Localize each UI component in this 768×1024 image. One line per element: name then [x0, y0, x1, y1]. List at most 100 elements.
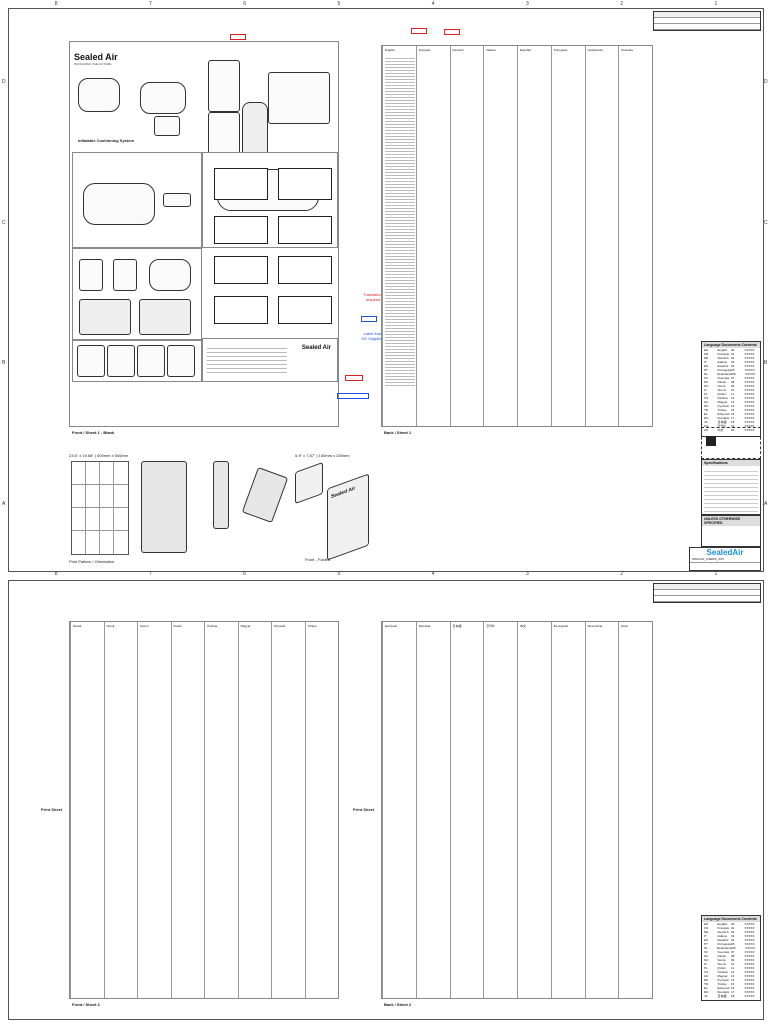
language-column-header: Dansk: [73, 624, 82, 628]
language-cell: ES: [704, 938, 709, 942]
language-cell: XXXXX: [744, 352, 755, 356]
display-screen: [214, 168, 268, 200]
language-column-header: Slovenčina: [587, 624, 603, 628]
language-cell: 05: [731, 942, 735, 946]
language-cell: XXXXX: [744, 958, 755, 962]
language-cell: SV: [704, 376, 709, 380]
language-cell: Suomi: [717, 962, 727, 966]
language-cell: Русский: [717, 978, 729, 982]
revision-block: [653, 11, 761, 31]
film-roll-illustration: [137, 345, 165, 377]
language-cell: XXXXX: [744, 388, 755, 392]
language-column-header: 中文: [520, 624, 527, 628]
language-cell: XXXXX: [744, 986, 755, 990]
language-column-header: Français: [418, 48, 431, 52]
print-sheet-label: Print Sheet: [353, 807, 375, 812]
language-cell: XXXXX: [745, 946, 756, 950]
language-column: Português: [550, 46, 586, 426]
language-cell: 05: [731, 368, 735, 372]
column-marker: 3: [525, 571, 529, 577]
flat-pattern-label: Print Pattern / Orientation: [69, 559, 115, 564]
column-marker: 7: [148, 571, 152, 577]
language-column: 日本語: [449, 622, 485, 998]
brand-name: Sealed Air: [331, 485, 356, 501]
column-marker: 8: [54, 571, 58, 577]
language-cell: CS: [704, 970, 709, 974]
language-cell: 11: [731, 966, 735, 970]
language-cell: FR: [704, 926, 708, 930]
language-column: Suomi: [137, 622, 172, 998]
language-cell: XXXXX: [744, 962, 755, 966]
workstation-illustration: [268, 72, 330, 124]
language-cell: XXXXX: [744, 416, 755, 420]
front-folded-preview: Sealed Air: [327, 473, 369, 561]
language-cell: Polski: [717, 392, 726, 396]
language-cell: 14: [731, 404, 735, 408]
language-cell: 日本語: [717, 994, 727, 998]
language-cell: Română: [717, 990, 729, 994]
machine-illustration: [83, 183, 155, 225]
loading-step-panel: [72, 248, 202, 340]
language-cell: XXXXX: [744, 994, 755, 998]
row-marker: D: [2, 79, 6, 86]
translation-marker: [411, 28, 427, 34]
language-cell: XXXXX: [744, 966, 755, 970]
language-cell: 11: [731, 392, 735, 396]
language-cell: Dansk: [717, 954, 727, 958]
language-cell: 00: [731, 348, 735, 352]
language-cell: JA: [704, 994, 708, 998]
warning-illustration: [208, 112, 240, 154]
language-cell: Norsk: [717, 958, 726, 962]
language-cell: EL: [704, 412, 708, 416]
film-roll-illustration: [167, 345, 195, 377]
tolerance-note: UNLESS OTHERWISE SPECIFIED: [701, 515, 761, 547]
language-cell: Italiano: [717, 360, 728, 364]
language-cell: Čeština: [717, 970, 728, 974]
language-column: Nederlands: [584, 46, 620, 426]
language-cell: RO: [704, 416, 709, 420]
language-cell: 06: [732, 946, 736, 950]
language-cell: 02: [731, 930, 735, 934]
language-cell: 03: [731, 934, 735, 938]
language-cell: 01: [731, 352, 735, 356]
language-cell: NL: [704, 372, 708, 376]
language-cell: Français: [717, 926, 730, 930]
machine-illustration: [149, 259, 191, 291]
language-column: Ελληνικά: [382, 622, 417, 998]
supplier-label-marker: [361, 316, 377, 322]
language-cell: RU: [704, 404, 709, 408]
language-cell: Svenska: [717, 950, 730, 954]
language-cell: XXXXX: [744, 942, 755, 946]
row-marker: A: [764, 500, 768, 507]
language-column: Svenska: [618, 46, 653, 426]
language-column: Čeština: [204, 622, 239, 998]
language-cell: 15: [731, 408, 735, 412]
language-cell: Deutsch: [717, 356, 729, 360]
language-cell: 03: [731, 360, 735, 364]
language-cell: XXXXX: [744, 934, 755, 938]
language-cell: XXXXX: [744, 392, 755, 396]
language-cell: 09: [731, 958, 735, 962]
language-cell: XXXXX: [744, 412, 755, 416]
column-marker: 6: [243, 1, 247, 7]
film-path-illustration: [79, 299, 131, 335]
language-column-header: Español: [520, 48, 531, 52]
display-screen: [278, 256, 332, 284]
screen-grid: [202, 162, 336, 406]
language-cell: Türkçe: [717, 408, 727, 412]
language-cell: XXXXX: [744, 380, 755, 384]
language-cell: Italiano: [717, 934, 728, 938]
brand-logo: Sealed Air PACKAGING THE FUTURE: [74, 52, 118, 66]
